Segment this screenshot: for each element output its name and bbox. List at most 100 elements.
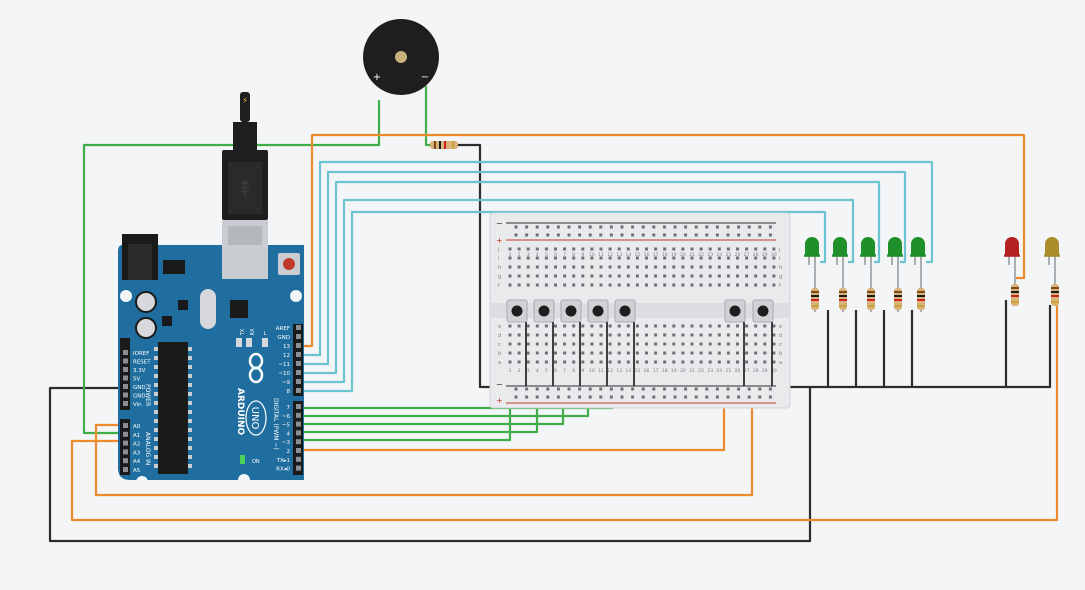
wire-cyan-pin10-led3[interactable]	[298, 180, 881, 375]
pin-label: 12	[283, 353, 290, 359]
arduino-infinity-logo	[248, 352, 264, 384]
resistor[interactable]	[894, 280, 902, 312]
column-number: 25	[726, 252, 732, 258]
row-letter: b	[779, 351, 782, 357]
led-green-3[interactable]	[860, 237, 876, 280]
power-bolt-icon: ⚡	[242, 96, 248, 105]
led-green-2[interactable]	[832, 237, 848, 280]
arduino-uno-board[interactable]: TX RX L ON ARDUINO UNO DIGITAL (PWM ~) P…	[118, 234, 304, 488]
led-green-4[interactable]	[887, 237, 903, 280]
led-red[interactable]	[1004, 237, 1020, 276]
wire-cyan-pin12-led1[interactable]	[298, 160, 934, 357]
column-number: 19	[671, 252, 677, 258]
wire-cyan-pin9-led4[interactable]	[298, 198, 855, 384]
pin-label: A4	[133, 459, 141, 465]
row-letter: d	[498, 333, 501, 339]
header-pin[interactable]	[296, 412, 301, 418]
resistor[interactable]	[917, 280, 925, 312]
column-number: 24	[716, 252, 722, 258]
wire-cyan-pin8-led5[interactable]	[298, 210, 827, 393]
header-pin[interactable]	[296, 456, 301, 462]
header-pin[interactable]	[296, 325, 301, 330]
header-pin[interactable]	[296, 430, 301, 436]
rx-label: RX	[250, 328, 256, 335]
pushbutton-1[interactable]	[506, 299, 528, 386]
header-pin[interactable]	[123, 350, 128, 355]
led-green-1[interactable]	[804, 237, 820, 280]
wire-green-buzzer-minus[interactable]	[424, 86, 432, 147]
header-pin[interactable]	[296, 361, 301, 366]
buzzer-resistor[interactable]	[430, 141, 458, 149]
resistor[interactable]	[1051, 276, 1059, 306]
header-pin[interactable]	[123, 440, 128, 446]
resistor[interactable]	[867, 280, 875, 312]
pin-label: 13	[283, 344, 290, 350]
piezo-buzzer[interactable]: + −	[363, 19, 439, 95]
wire-black-led-ground-rail[interactable]	[690, 305, 1052, 389]
header-pin[interactable]	[296, 404, 301, 409]
resistor[interactable]	[811, 280, 819, 312]
header-pin[interactable]	[296, 388, 301, 393]
on-label: ON	[252, 459, 260, 465]
wire-cyan-pin11-led2[interactable]	[298, 170, 907, 366]
arduino-model: UNO	[249, 407, 260, 430]
pushbutton-5[interactable]	[614, 299, 636, 386]
pushbutton-7[interactable]	[752, 299, 774, 386]
column-number: 27	[744, 368, 750, 374]
header-pin[interactable]	[296, 370, 301, 375]
pin-label: A2	[133, 442, 140, 448]
header-pin[interactable]	[296, 352, 301, 357]
header-pin[interactable]	[296, 343, 301, 348]
header-pin[interactable]	[296, 379, 301, 384]
header-pin[interactable]	[123, 401, 128, 406]
header-pin[interactable]	[123, 449, 128, 455]
row-letter: c	[779, 342, 782, 348]
header-pin[interactable]	[123, 358, 128, 364]
led-green-5[interactable]	[910, 237, 926, 280]
column-number: 3	[527, 252, 530, 258]
wire-green-button5-pin3[interactable]	[298, 318, 512, 442]
header-pin[interactable]	[123, 384, 128, 389]
wire-orange-a2-yellow-led[interactable]	[70, 305, 1059, 522]
column-number: 9	[581, 252, 584, 258]
pin-label: GND	[277, 335, 290, 341]
column-number: 29	[762, 252, 768, 258]
resistor[interactable]	[1011, 276, 1019, 306]
header-pin[interactable]	[123, 467, 128, 472]
pushbutton-4[interactable]	[587, 299, 609, 386]
wire-orange-pin13-red-led[interactable]	[298, 133, 1026, 348]
header-pin[interactable]	[296, 421, 301, 427]
wire-black-gnd-loop[interactable]	[48, 386, 812, 543]
header-pin[interactable]	[296, 334, 301, 339]
pushbutton-6[interactable]	[724, 299, 746, 386]
pin-label: ~6	[282, 414, 291, 420]
power-header	[120, 338, 130, 410]
header-pin[interactable]	[123, 392, 128, 398]
pushbutton-2[interactable]	[533, 299, 555, 386]
l-label: L	[264, 331, 267, 337]
pin-label: GND	[133, 394, 146, 400]
header-pin[interactable]	[123, 458, 128, 464]
column-number: 17	[653, 368, 659, 374]
header-pin[interactable]	[296, 439, 301, 445]
led-yellow[interactable]	[1044, 237, 1060, 276]
pushbutton-3[interactable]	[560, 299, 582, 386]
header-pin[interactable]	[123, 423, 128, 428]
row-letter: g	[498, 274, 501, 280]
header-pin[interactable]	[296, 465, 301, 471]
column-number: 19	[671, 368, 677, 374]
column-number: 5	[545, 252, 548, 258]
column-number: 16	[644, 368, 650, 374]
pin-label: 7	[287, 405, 291, 411]
header-pin[interactable]	[123, 367, 128, 372]
pin-label: Vin	[133, 402, 142, 408]
resistor[interactable]	[839, 280, 847, 312]
header-pin[interactable]	[296, 448, 301, 453]
header-pin[interactable]	[123, 431, 128, 437]
wire-orange-a0-button7[interactable]	[94, 318, 754, 497]
pin-label: A1	[133, 433, 140, 439]
column-number: 14	[625, 252, 631, 258]
header-pin[interactable]	[123, 375, 128, 381]
